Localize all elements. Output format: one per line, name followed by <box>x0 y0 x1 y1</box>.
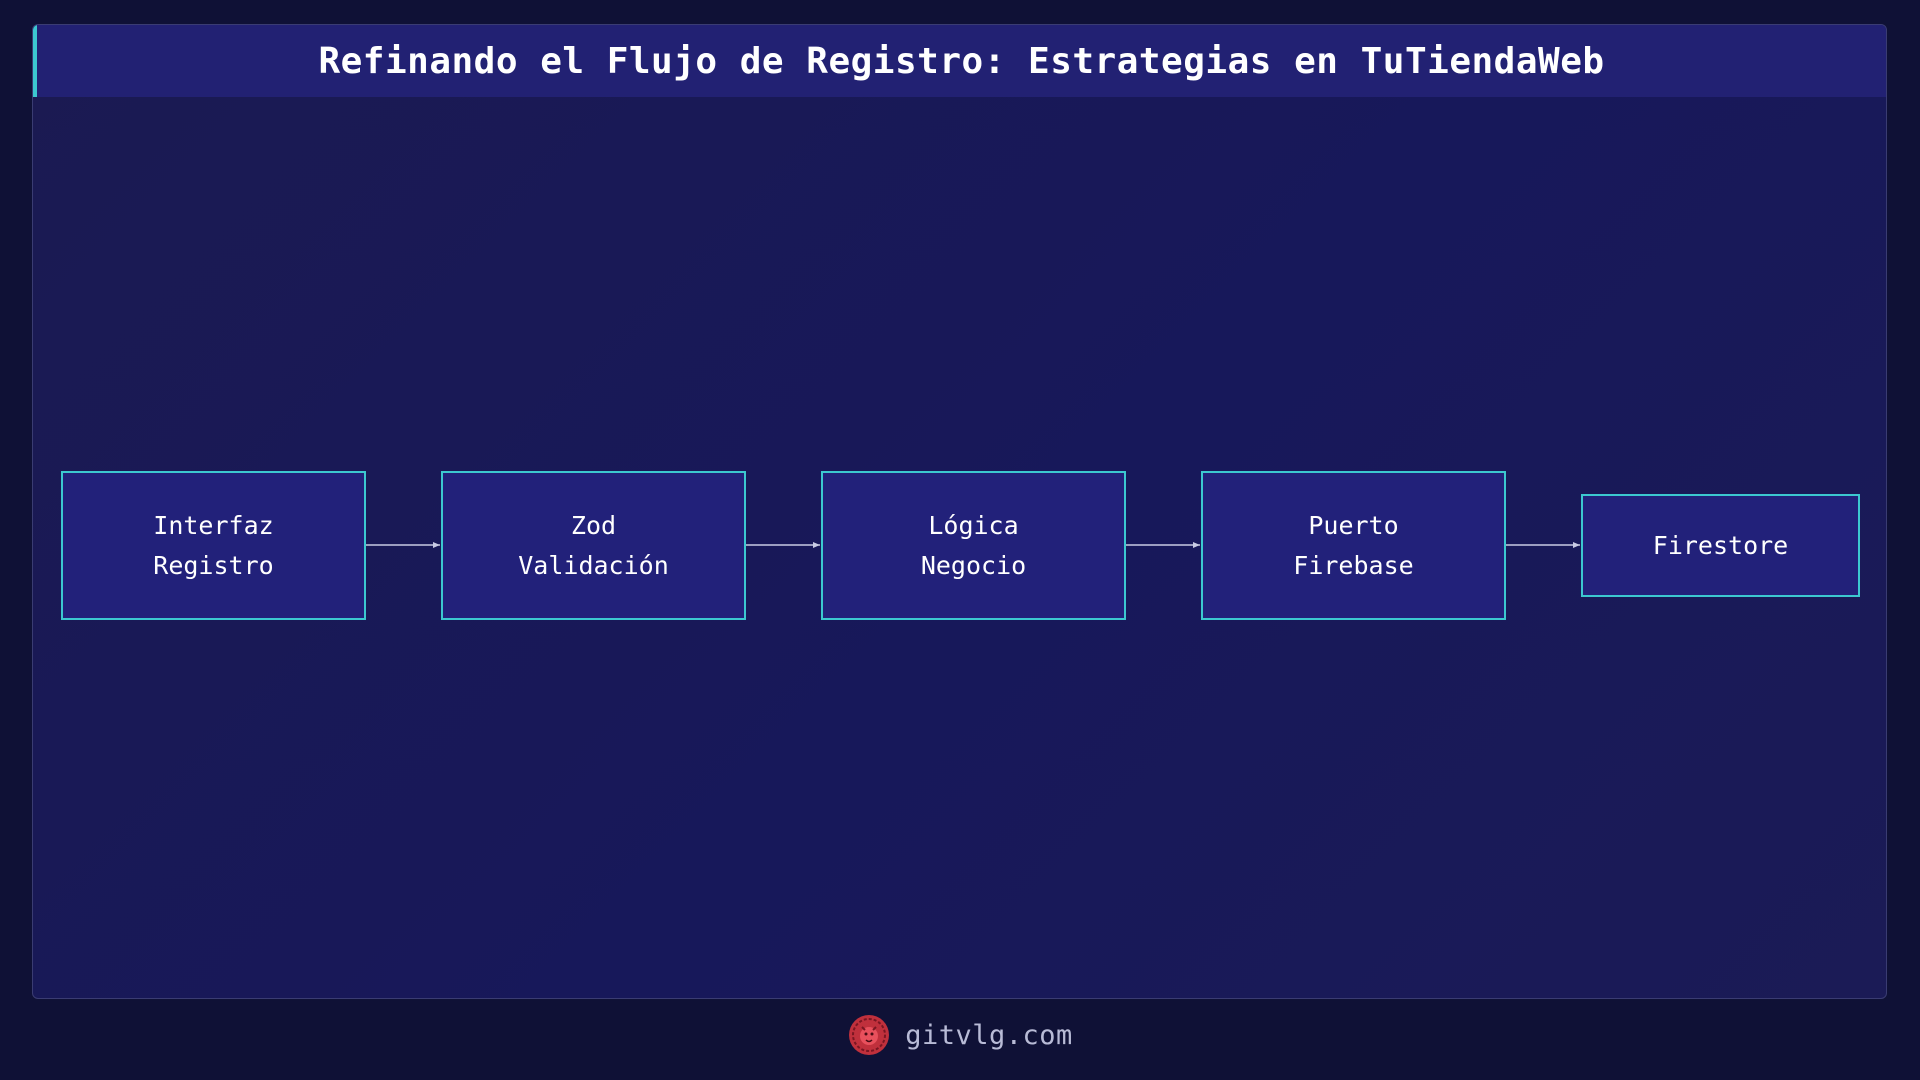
node-label-line1: Firestore <box>1652 530 1789 560</box>
node-label-line2: Firebase <box>1293 550 1414 580</box>
node-zod-validacion: Zod Validación <box>441 471 746 620</box>
node-label-line1: Interfaz <box>153 510 274 540</box>
node-label-line1: Lógica <box>928 510 1019 540</box>
title-bar: Refinando el Flujo de Registro: Estrateg… <box>33 25 1886 97</box>
node-label-line2: Validación <box>518 550 669 580</box>
lion-logo-icon <box>849 1015 890 1055</box>
node-interfaz-registro: Interfaz Registro <box>61 471 366 620</box>
node-label-line2: Negocio <box>920 550 1027 580</box>
footer-site-link[interactable]: gitvlg.com <box>905 1019 1073 1051</box>
node-label-line1: Puerto <box>1308 510 1399 540</box>
node-firestore: Firestore <box>1581 494 1860 597</box>
node-label-line1: Zod <box>570 510 617 540</box>
footer: gitvlg.com <box>0 1010 1920 1060</box>
page-title: Refinando el Flujo de Registro: Estrateg… <box>318 40 1605 82</box>
node-puerto-firebase: Puerto Firebase <box>1201 471 1506 620</box>
node-logica-negocio: Lógica Negocio <box>821 471 1126 620</box>
node-label-line2: Registro <box>153 550 274 580</box>
